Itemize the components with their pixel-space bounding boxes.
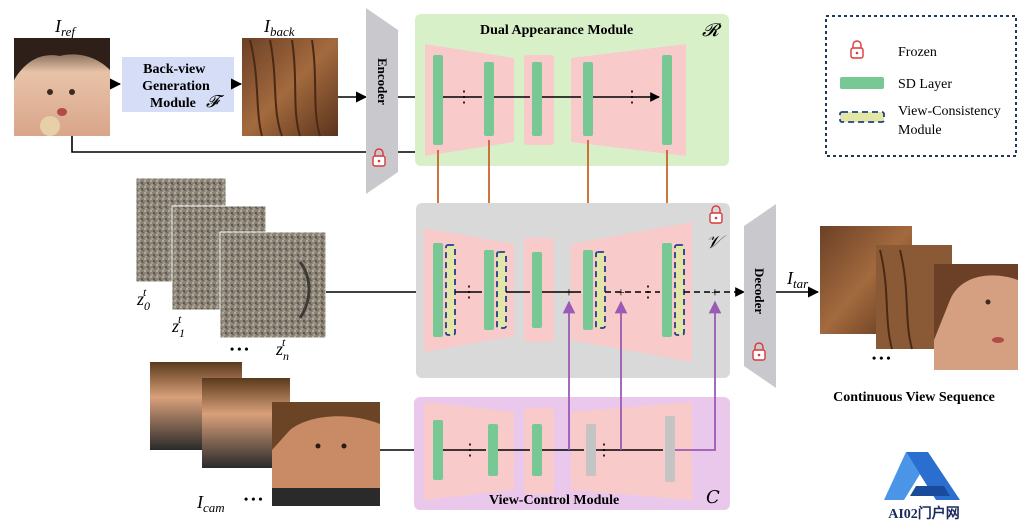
legend-sd-swatch <box>840 77 884 89</box>
decoder-label: Decoder <box>752 268 767 314</box>
main-sd-layer <box>484 250 494 330</box>
camera-ellipsis: • • • <box>244 492 263 506</box>
back-view-line1: Back-view <box>143 62 206 77</box>
svg-text:Back-view Generation: Back-view Generation <box>142 62 210 94</box>
z0-label: z0t <box>136 285 150 313</box>
dual-ellipsis: ⋮ <box>624 89 640 106</box>
svg-text:View-Consistency Module: View-Consistency Module <box>898 104 1004 138</box>
dual-appearance-symbol: 𝓡 <box>702 20 722 40</box>
main-sd-layer <box>532 252 542 328</box>
main-sd-layer <box>433 243 443 337</box>
encoder-label: Encoder <box>375 58 390 105</box>
zn-label: znt <box>275 335 289 363</box>
camera-pose-faces <box>150 362 380 506</box>
back-view-line3: Module <box>150 96 196 111</box>
control-arrow <box>675 300 722 451</box>
dual-sd-layer <box>484 62 494 136</box>
decoder-block <box>744 204 776 388</box>
back-view-module <box>122 57 234 112</box>
vc-ellipsis: ⋮ <box>462 442 478 459</box>
output-view-sequence <box>820 226 1018 370</box>
encoder-block <box>366 8 398 194</box>
vc-sd-layer <box>532 424 542 476</box>
z1-label: z1t <box>171 312 185 340</box>
i-tar-label: Itar <box>786 268 809 291</box>
dual-unet-decoder <box>571 44 686 156</box>
noisy-latent-stack <box>135 177 327 339</box>
back-view-hair-photo <box>242 38 338 137</box>
latent-ellipsis: • • • <box>230 342 249 356</box>
legend-vcm-swatch <box>839 111 885 123</box>
main-ellipsis: ⋮ <box>640 284 656 301</box>
legend-lock-icon <box>850 40 864 59</box>
view-consistency-module <box>595 251 606 329</box>
view-consistency-module <box>496 251 507 329</box>
plus-node: + <box>617 286 625 301</box>
dual-sd-layer <box>433 55 443 145</box>
plus-node: + <box>565 286 573 301</box>
dual-appearance-title: Dual Appearance Module <box>480 23 633 38</box>
main-sd-layer <box>662 243 672 337</box>
main-lock-icon <box>709 205 723 224</box>
encoder-lock-icon <box>372 148 386 167</box>
dual-sd-layer <box>532 62 542 136</box>
dual-ellipsis: ⋮ <box>456 89 472 106</box>
view-consistency-module <box>445 244 456 336</box>
i-back-label: Iback <box>263 16 295 39</box>
arrow-ref-bypass <box>71 136 432 158</box>
main-ellipsis: ⋮ <box>461 284 477 301</box>
vc-sd-layer <box>488 424 498 476</box>
dual-sd-layer <box>662 55 672 145</box>
plus-node: + <box>711 286 719 301</box>
main-sd-layer <box>583 250 593 330</box>
output-caption: Continuous View Sequence <box>833 390 995 405</box>
legend-sd-layer: SD Layer <box>898 77 952 92</box>
watermark-text: AI02门户网 <box>888 505 960 521</box>
watermark-logo <box>884 452 960 500</box>
i-ref-label: Iref <box>54 16 77 39</box>
reference-portrait-photo <box>14 38 110 136</box>
vc-ellipsis: ⋮ <box>596 442 612 459</box>
back-view-line2: Generation <box>142 79 210 94</box>
dual-sd-layer <box>583 62 593 136</box>
legend-box <box>825 15 1017 157</box>
vc-sd-layer <box>433 420 443 480</box>
legend-vcm-line1: View-Consistency <box>898 104 1001 119</box>
i-cam-label: Icam <box>196 492 225 515</box>
legend-vcm-line2: Module <box>898 123 942 138</box>
output-ellipsis: • • • <box>872 351 891 365</box>
vc-zero-layer <box>665 416 675 482</box>
vc-unet-decoder <box>571 402 692 500</box>
view-control-title: View-Control Module <box>489 493 619 508</box>
decoder-lock-icon <box>752 342 766 361</box>
view-control-symbol: 𝐶 <box>706 487 720 507</box>
legend-frozen: Frozen <box>898 45 937 60</box>
vc-zero-layer <box>586 424 596 476</box>
view-consistency-module <box>674 244 685 336</box>
